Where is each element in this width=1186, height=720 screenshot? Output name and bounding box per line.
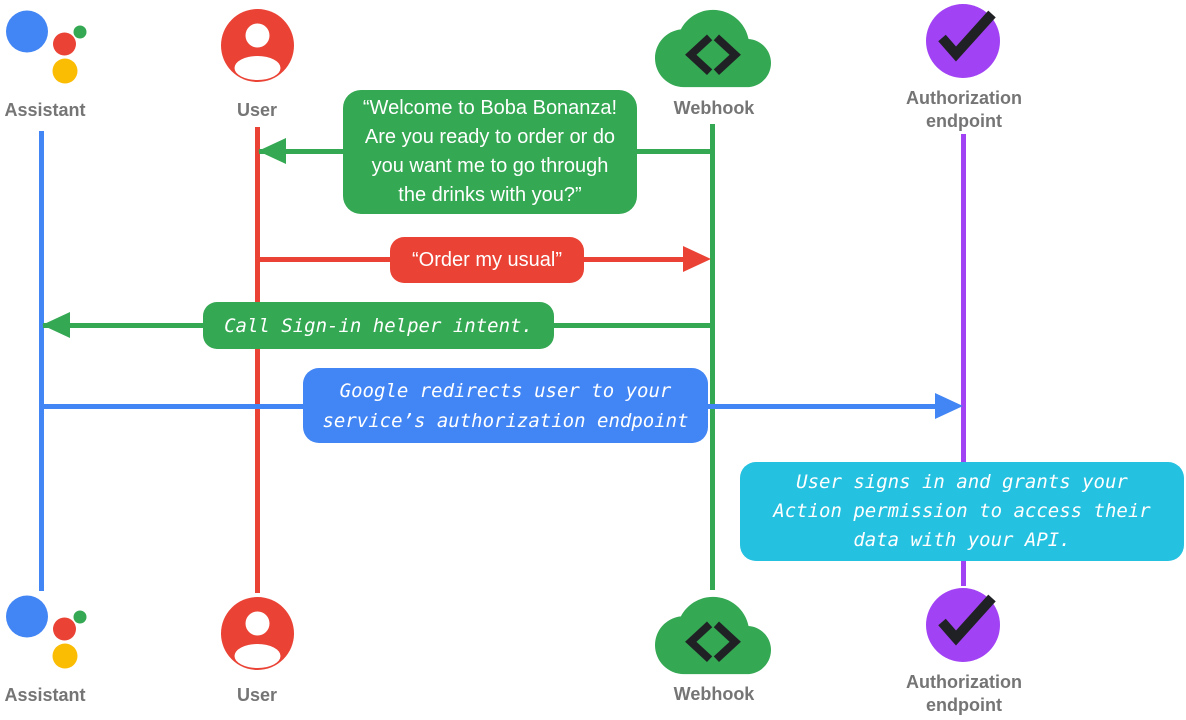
welcome-arrowhead-icon — [258, 138, 286, 164]
user-label-bottom: User — [236, 685, 278, 705]
assistant-logo-icon — [4, 8, 92, 93]
order-message-bubble: “Order my usual” — [390, 237, 584, 283]
redirect-message-line: Google redirects user to your — [339, 379, 672, 402]
authorization-check-icon — [924, 1, 1004, 86]
authorization-label-line2: endpoint — [926, 695, 1002, 715]
redirect-message-line: service’s authorization endpoint — [322, 409, 689, 432]
webhook-cloud-icon — [655, 592, 771, 684]
authorization-label-line1: Authorization — [906, 672, 1022, 692]
user-lifeline — [255, 127, 260, 593]
welcome-message-line: “Welcome to Boba Bonanza! — [362, 97, 618, 119]
authorization-label-bottom: Authorization endpoint — [884, 671, 1044, 717]
welcome-message-line: Are you ready to order or do — [364, 126, 616, 148]
signin-message-text: Call Sign-in helper intent. — [224, 314, 533, 337]
user-icon — [220, 596, 295, 676]
grants-message-bubble: User signs in and grants your Action per… — [740, 462, 1184, 561]
grants-message-line: data with your API. — [853, 529, 1071, 551]
welcome-message-line: you want me to go through — [371, 155, 609, 177]
webhook-lifeline — [710, 124, 715, 590]
authorization-label-line1: Authorization — [906, 88, 1022, 108]
grants-message-line: Action permission to access their — [773, 500, 1151, 522]
welcome-message-bubble: “Welcome to Boba Bonanza! Are you ready … — [343, 90, 637, 214]
assistant-label-top: Assistant — [4, 100, 86, 120]
grants-message-line: User signs in and grants your — [796, 471, 1128, 493]
authorization-check-icon — [924, 585, 1004, 670]
redirect-message-bubble: Google redirects user to your service’s … — [303, 368, 708, 443]
authorization-label-top: Authorization endpoint — [884, 87, 1044, 133]
assistant-lifeline — [39, 131, 44, 591]
welcome-message-line: the drinks with you?” — [398, 184, 582, 206]
webhook-label-top: Webhook — [673, 98, 755, 118]
webhook-label-bottom: Webhook — [673, 684, 755, 704]
order-arrowhead-icon — [683, 246, 711, 272]
webhook-cloud-icon — [655, 5, 771, 97]
signin-message-bubble: Call Sign-in helper intent. — [203, 302, 554, 349]
assistant-logo-icon — [4, 593, 92, 678]
authorization-lifeline — [961, 134, 966, 586]
user-icon — [220, 8, 295, 88]
order-message-text: “Order my usual” — [411, 248, 563, 271]
authorization-label-line2: endpoint — [926, 111, 1002, 131]
assistant-label-bottom: Assistant — [4, 685, 86, 705]
redirect-arrowhead-icon — [935, 393, 963, 419]
signin-arrowhead-icon — [42, 312, 70, 338]
user-label-top: User — [236, 100, 278, 120]
